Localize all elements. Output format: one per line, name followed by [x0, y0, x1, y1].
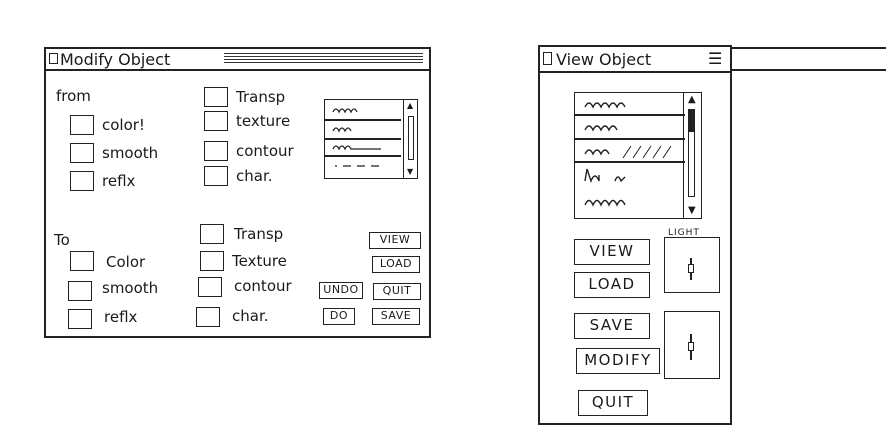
from-contour-checkbox[interactable]	[204, 141, 228, 161]
from-reflx-label: reflx	[102, 172, 136, 190]
scribble-icon	[332, 145, 381, 151]
from-color-checkbox[interactable]	[70, 115, 94, 135]
load-button[interactable]: LOAD	[574, 272, 650, 298]
to-texture-label: Texture	[232, 252, 287, 270]
dots-icon	[335, 165, 379, 167]
to-texture-checkbox[interactable]	[200, 251, 224, 271]
to-contour-label: contour	[234, 277, 292, 295]
scroll-up-icon[interactable]: ▲	[688, 94, 696, 105]
from-transp-label: Transp	[236, 88, 286, 106]
title-bar-stripes	[224, 53, 423, 65]
list-item[interactable]	[575, 165, 679, 187]
to-char-checkbox[interactable]	[196, 307, 220, 327]
to-smooth-label: smooth	[102, 279, 159, 297]
scroll-down-icon[interactable]: ▼	[688, 205, 696, 216]
from-char-checkbox[interactable]	[204, 166, 228, 186]
from-reflx-checkbox[interactable]	[70, 171, 94, 191]
close-box-icon[interactable]	[49, 53, 58, 64]
modify-button[interactable]: MODIFY	[576, 348, 660, 374]
scribble-icon	[584, 168, 626, 184]
quit-button[interactable]: QUIT	[578, 390, 648, 416]
to-transp-label: Transp	[234, 225, 284, 243]
titlebar-extension	[730, 47, 886, 71]
scroll-track[interactable]	[688, 131, 695, 197]
to-label: To	[54, 231, 70, 249]
scribble-icon	[584, 102, 626, 109]
object-scroll-list[interactable]: ▲ ▼	[324, 99, 418, 179]
from-texture-checkbox[interactable]	[204, 111, 228, 131]
view-object-window: View Object ☰ ▲ ▼	[538, 45, 886, 425]
menu-icon[interactable]: ☰	[708, 49, 723, 68]
save-button[interactable]: SAVE	[372, 308, 420, 325]
save-button[interactable]: SAVE	[574, 313, 650, 339]
from-label: from	[56, 87, 91, 105]
to-contour-checkbox[interactable]	[198, 277, 222, 297]
list-item[interactable]	[575, 191, 679, 213]
from-texture-label: texture	[236, 112, 291, 130]
scroll-thumb[interactable]	[408, 116, 414, 160]
scribble-icon	[332, 108, 358, 114]
close-box-icon[interactable]	[543, 52, 552, 65]
from-smooth-checkbox[interactable]	[70, 143, 94, 163]
undo-button[interactable]: UNDO	[319, 282, 363, 299]
divider	[575, 138, 685, 140]
list-item[interactable]	[325, 121, 397, 137]
to-reflx-checkbox[interactable]	[68, 309, 92, 329]
to-color-checkbox[interactable]	[70, 251, 94, 271]
to-color-label: Color	[106, 253, 146, 271]
to-smooth-checkbox[interactable]	[68, 281, 92, 301]
divider	[325, 138, 401, 140]
second-slider[interactable]	[664, 311, 720, 379]
light-slider[interactable]	[664, 237, 720, 293]
light-label: LIGHT	[668, 228, 700, 238]
modify-window-titlebar[interactable]: Modify Object	[46, 49, 429, 71]
list-item[interactable]	[575, 116, 679, 136]
to-transp-checkbox[interactable]	[200, 224, 224, 244]
slider-knob-icon[interactable]	[688, 264, 694, 273]
view-button[interactable]: VIEW	[369, 232, 421, 249]
view-button[interactable]: VIEW	[574, 239, 650, 265]
to-char-label: char.	[232, 307, 269, 325]
from-color-label: color!	[102, 116, 145, 134]
scribble-icon	[332, 127, 352, 133]
scroll-thumb[interactable]	[688, 109, 695, 131]
scrollbar[interactable]: ▲ ▼	[403, 100, 417, 178]
list-item-selected[interactable]	[325, 140, 401, 154]
list-item[interactable]	[325, 102, 397, 118]
divider	[325, 155, 401, 157]
do-button[interactable]: DO	[323, 308, 355, 325]
window-title: Modify Object	[60, 50, 171, 69]
from-smooth-label: smooth	[102, 144, 159, 162]
quit-button[interactable]: QUIT	[373, 283, 421, 300]
modify-object-window: Modify Object from color! smooth reflx T…	[44, 47, 431, 338]
scroll-up-icon[interactable]: ▲	[407, 101, 414, 110]
scroll-down-icon[interactable]: ▼	[407, 167, 414, 176]
from-char-label: char.	[236, 167, 273, 185]
divider	[575, 114, 685, 116]
list-item-selected[interactable]	[575, 140, 685, 160]
scribble-icon	[584, 145, 672, 159]
scrollbar[interactable]: ▲ ▼	[683, 93, 701, 218]
list-item[interactable]	[575, 95, 679, 113]
to-reflx-label: reflx	[104, 308, 138, 326]
window-title: View Object	[556, 50, 652, 69]
divider	[325, 119, 401, 121]
view-window-titlebar[interactable]: View Object ☰	[540, 47, 730, 73]
slider-knob-icon[interactable]	[688, 342, 694, 351]
from-transp-checkbox[interactable]	[204, 87, 228, 107]
object-scroll-list[interactable]: ▲ ▼	[574, 92, 702, 219]
scribble-icon	[584, 125, 618, 132]
load-button[interactable]: LOAD	[372, 256, 420, 273]
list-item[interactable]	[325, 157, 397, 169]
scribble-icon	[584, 199, 626, 207]
from-contour-label: contour	[236, 142, 294, 160]
divider	[575, 161, 685, 163]
